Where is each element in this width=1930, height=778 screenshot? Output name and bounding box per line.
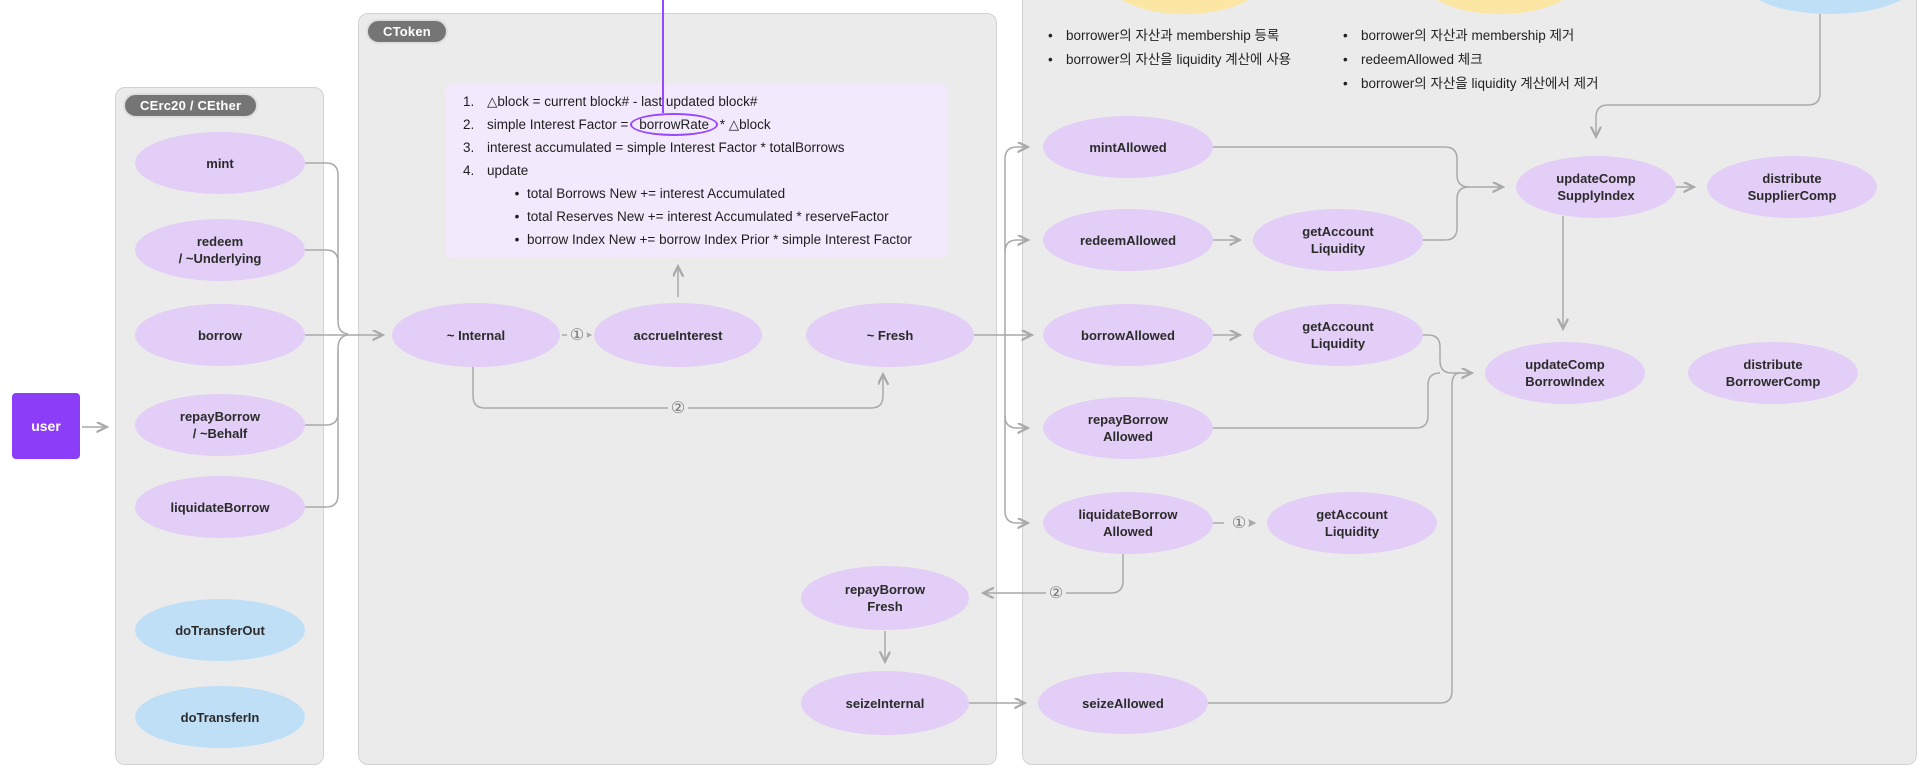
node-borrow[interactable]: borrow [135,304,305,366]
note-bullet-3: •borrow Index New += borrow Index Prior … [514,232,912,247]
node-mint-allowed[interactable]: mintAllowed [1043,116,1213,178]
node-do-transfer-in[interactable]: doTransferIn [135,686,305,748]
node-do-transfer-out[interactable]: doTransferOut [135,599,305,661]
step-badge-2-fresh: ② [668,398,688,418]
node-repay-borrow[interactable]: repayBorrow/ ~Behalf [135,394,305,456]
annotation-membership-remove: •borrower의 자산과 membership 제거 •redeemAllo… [1343,28,1599,91]
node-seize-allowed[interactable]: seizeAllowed [1038,672,1208,734]
borrow-rate-highlight: borrowRate [630,113,718,136]
note-bullet-1: •total Borrows New += interest Accumulat… [514,186,786,201]
node-redeem-allowed[interactable]: redeemAllowed [1043,209,1213,271]
node-mint[interactable]: mint [135,132,305,194]
user-node[interactable]: user [12,393,80,459]
label-cerc20-cether[interactable]: CErc20 / CEther [123,93,259,118]
node-borrow-allowed[interactable]: borrowAllowed [1043,304,1213,366]
step-badge-1-liquidity: ① [1229,513,1249,533]
step-badge-1-accrue: ① [567,325,587,345]
accrue-interest-note[interactable]: 1.△block = current block# - last updated… [445,84,948,258]
node-fresh[interactable]: ~ Fresh [806,303,974,367]
node-accrue-interest[interactable]: accrueInterest [594,303,762,367]
node-liquidate-borrow[interactable]: liquidateBorrow [135,476,305,538]
note-line-3: 3.interest accumulated = simple Interest… [463,140,845,155]
note-bullet-2: •total Reserves New += interest Accumula… [514,209,889,224]
note-line-1: 1.△block = current block# - last updated… [463,94,758,109]
note-line-4: 4.update [463,163,529,178]
node-internal[interactable]: ~ Internal [392,303,560,367]
borrow-rate-pointer-line [662,0,664,113]
step-badge-2-repay-fresh: ② [1046,583,1066,603]
node-redeem[interactable]: redeem/ ~Underlying [135,219,305,281]
label-text: CErc20 / CEther [140,98,242,113]
note-line-2: 2.simple Interest Factor = borrowRate * … [463,113,938,136]
label-ctoken[interactable]: CToken [366,19,448,44]
annotation-membership-add: •borrower의 자산과 membership 등록 •borrower의 … [1048,28,1292,67]
node-seize-internal[interactable]: seizeInternal [801,671,969,735]
label-text: CToken [383,24,431,39]
